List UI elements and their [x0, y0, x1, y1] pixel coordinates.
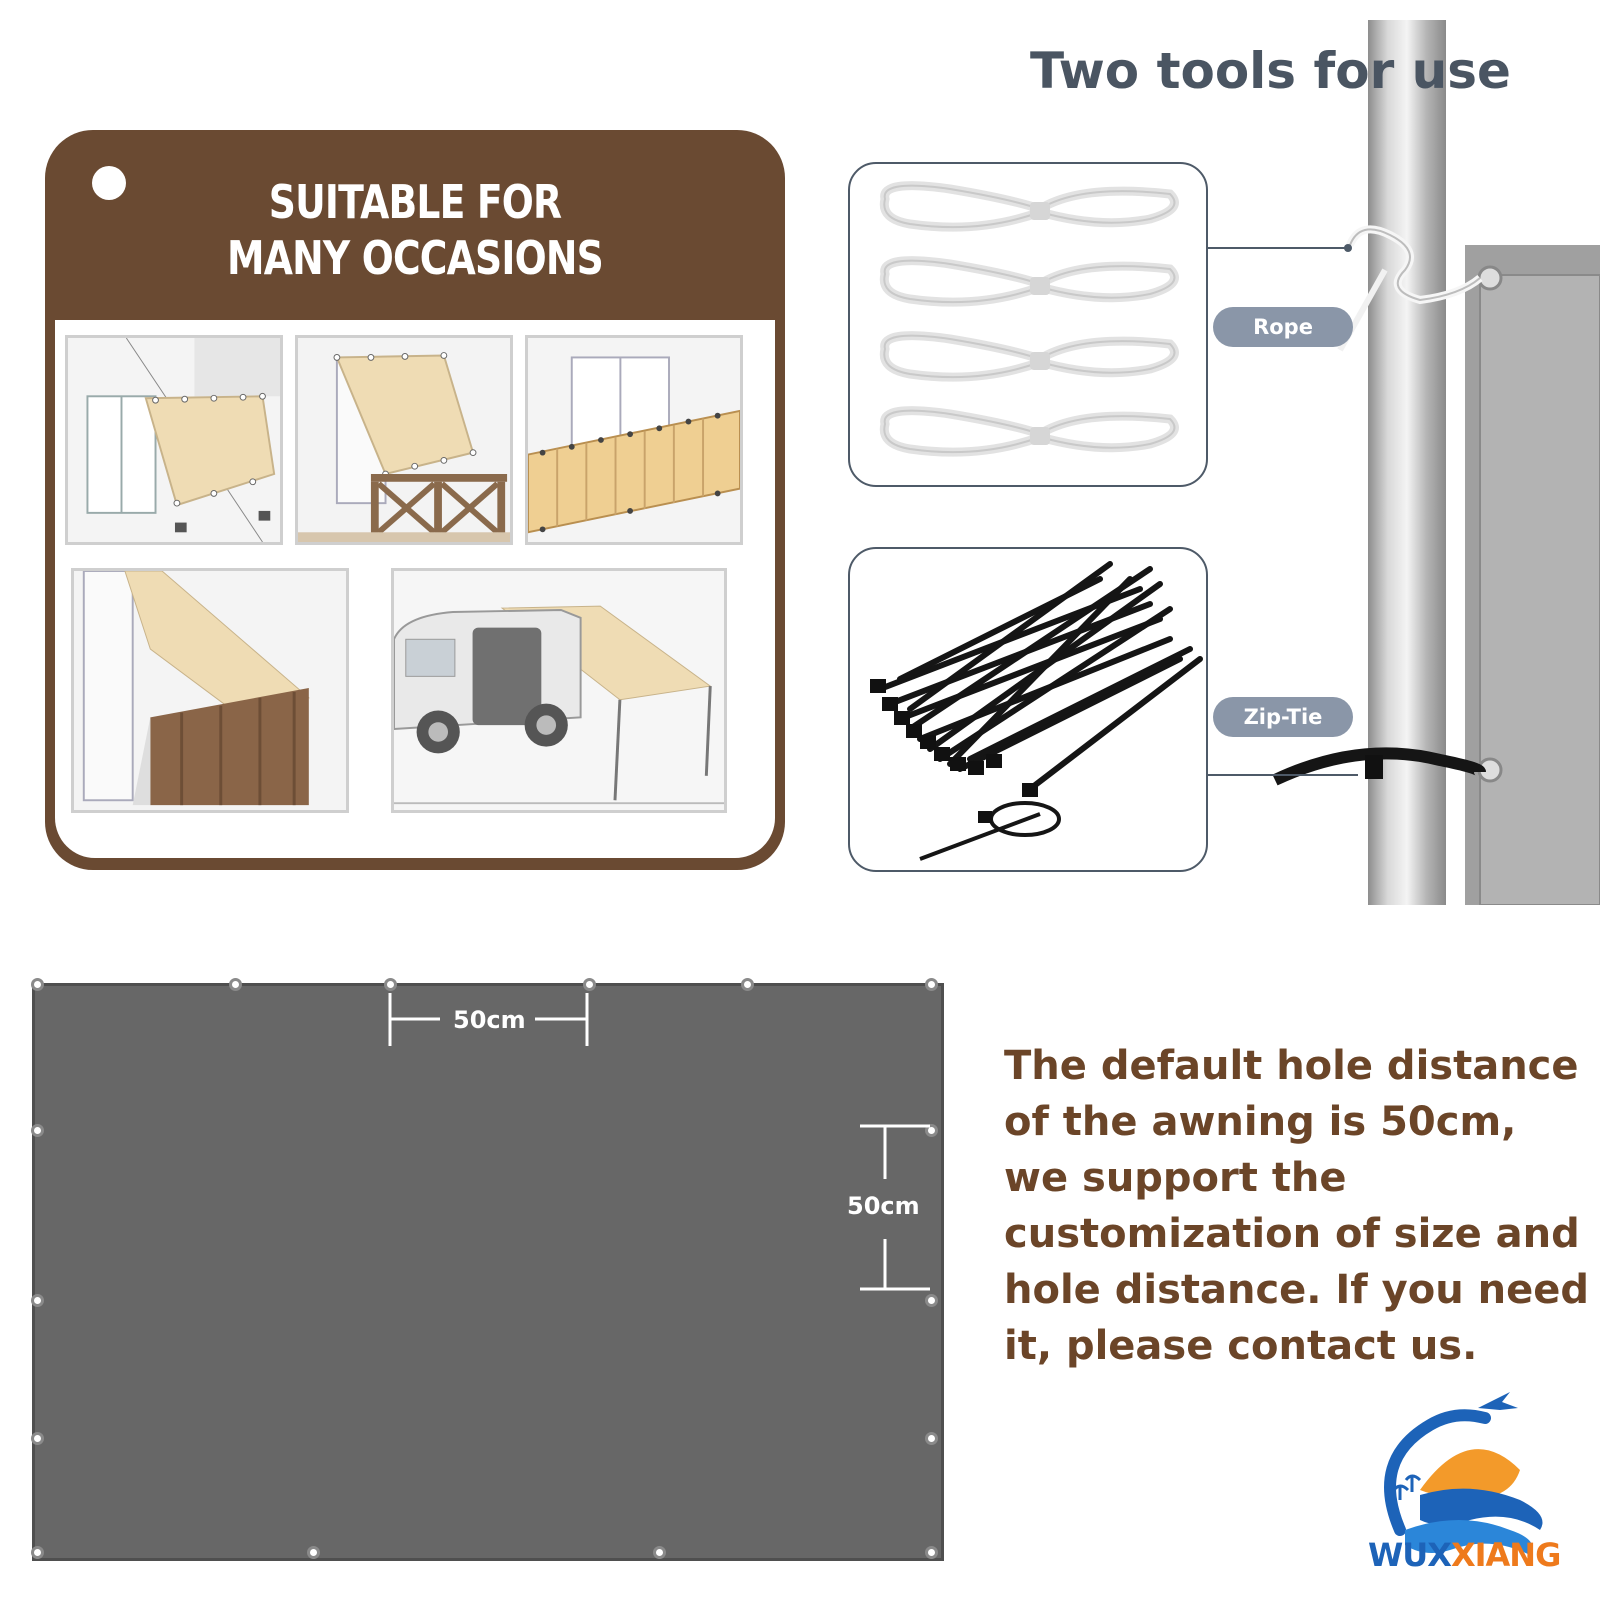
grommet — [31, 1124, 44, 1137]
vertical-dimension-line — [860, 1124, 930, 1291]
zip-tie-box — [848, 547, 1208, 872]
zip-ties-image — [870, 561, 1203, 861]
scene-terrace-sail — [71, 568, 349, 813]
scene-balcony-screen — [525, 335, 743, 545]
zip-tie-label: Zip-Tie — [1213, 697, 1353, 737]
grommet — [653, 1546, 666, 1559]
grommet — [925, 978, 938, 991]
pole-with-awning-illustration — [1272, 20, 1600, 905]
wuxxiang-logo-icon — [1384, 1392, 1543, 1555]
hole-distance-description: The default hole distance of the awning … — [1004, 1043, 1589, 1369]
rope-box — [848, 162, 1208, 487]
scene-balcony-railing — [295, 335, 513, 545]
scene-van-awning — [391, 568, 727, 813]
scene-window-awning — [65, 335, 283, 545]
horizontal-dimension-line — [388, 993, 589, 1046]
brand-name: WUXXIANG — [1368, 1536, 1561, 1574]
horizontal-spacing-label: 50cm — [453, 1006, 526, 1034]
hang-hole — [92, 166, 126, 200]
grommet — [384, 978, 397, 991]
grommet — [741, 978, 754, 991]
grommet — [583, 978, 596, 991]
zip-tie-pointer-line — [1208, 774, 1358, 776]
grommet — [925, 1432, 938, 1445]
tools-title: Two tools for use — [1030, 42, 1511, 100]
rope-pointer-line — [1208, 244, 1352, 252]
rope-label: Rope — [1213, 307, 1353, 347]
grommet — [307, 1546, 320, 1559]
occasions-card: SUITABLE FOR MANY OCCASIONS — [45, 130, 785, 870]
grommet — [31, 1432, 44, 1445]
awning-sheet: 50cm 50cm — [31, 978, 944, 1561]
occasions-gallery — [55, 320, 775, 858]
rope-bundles-image — [879, 181, 1179, 457]
grommet — [31, 1546, 44, 1559]
grommet — [31, 1294, 44, 1307]
grommet — [229, 978, 242, 991]
grommet — [925, 1294, 938, 1307]
vertical-spacing-label: 50cm — [847, 1192, 920, 1220]
grommet — [925, 1546, 938, 1559]
occasions-title: SUITABLE FOR MANY OCCASIONS — [227, 175, 604, 285]
grommet — [31, 978, 44, 991]
